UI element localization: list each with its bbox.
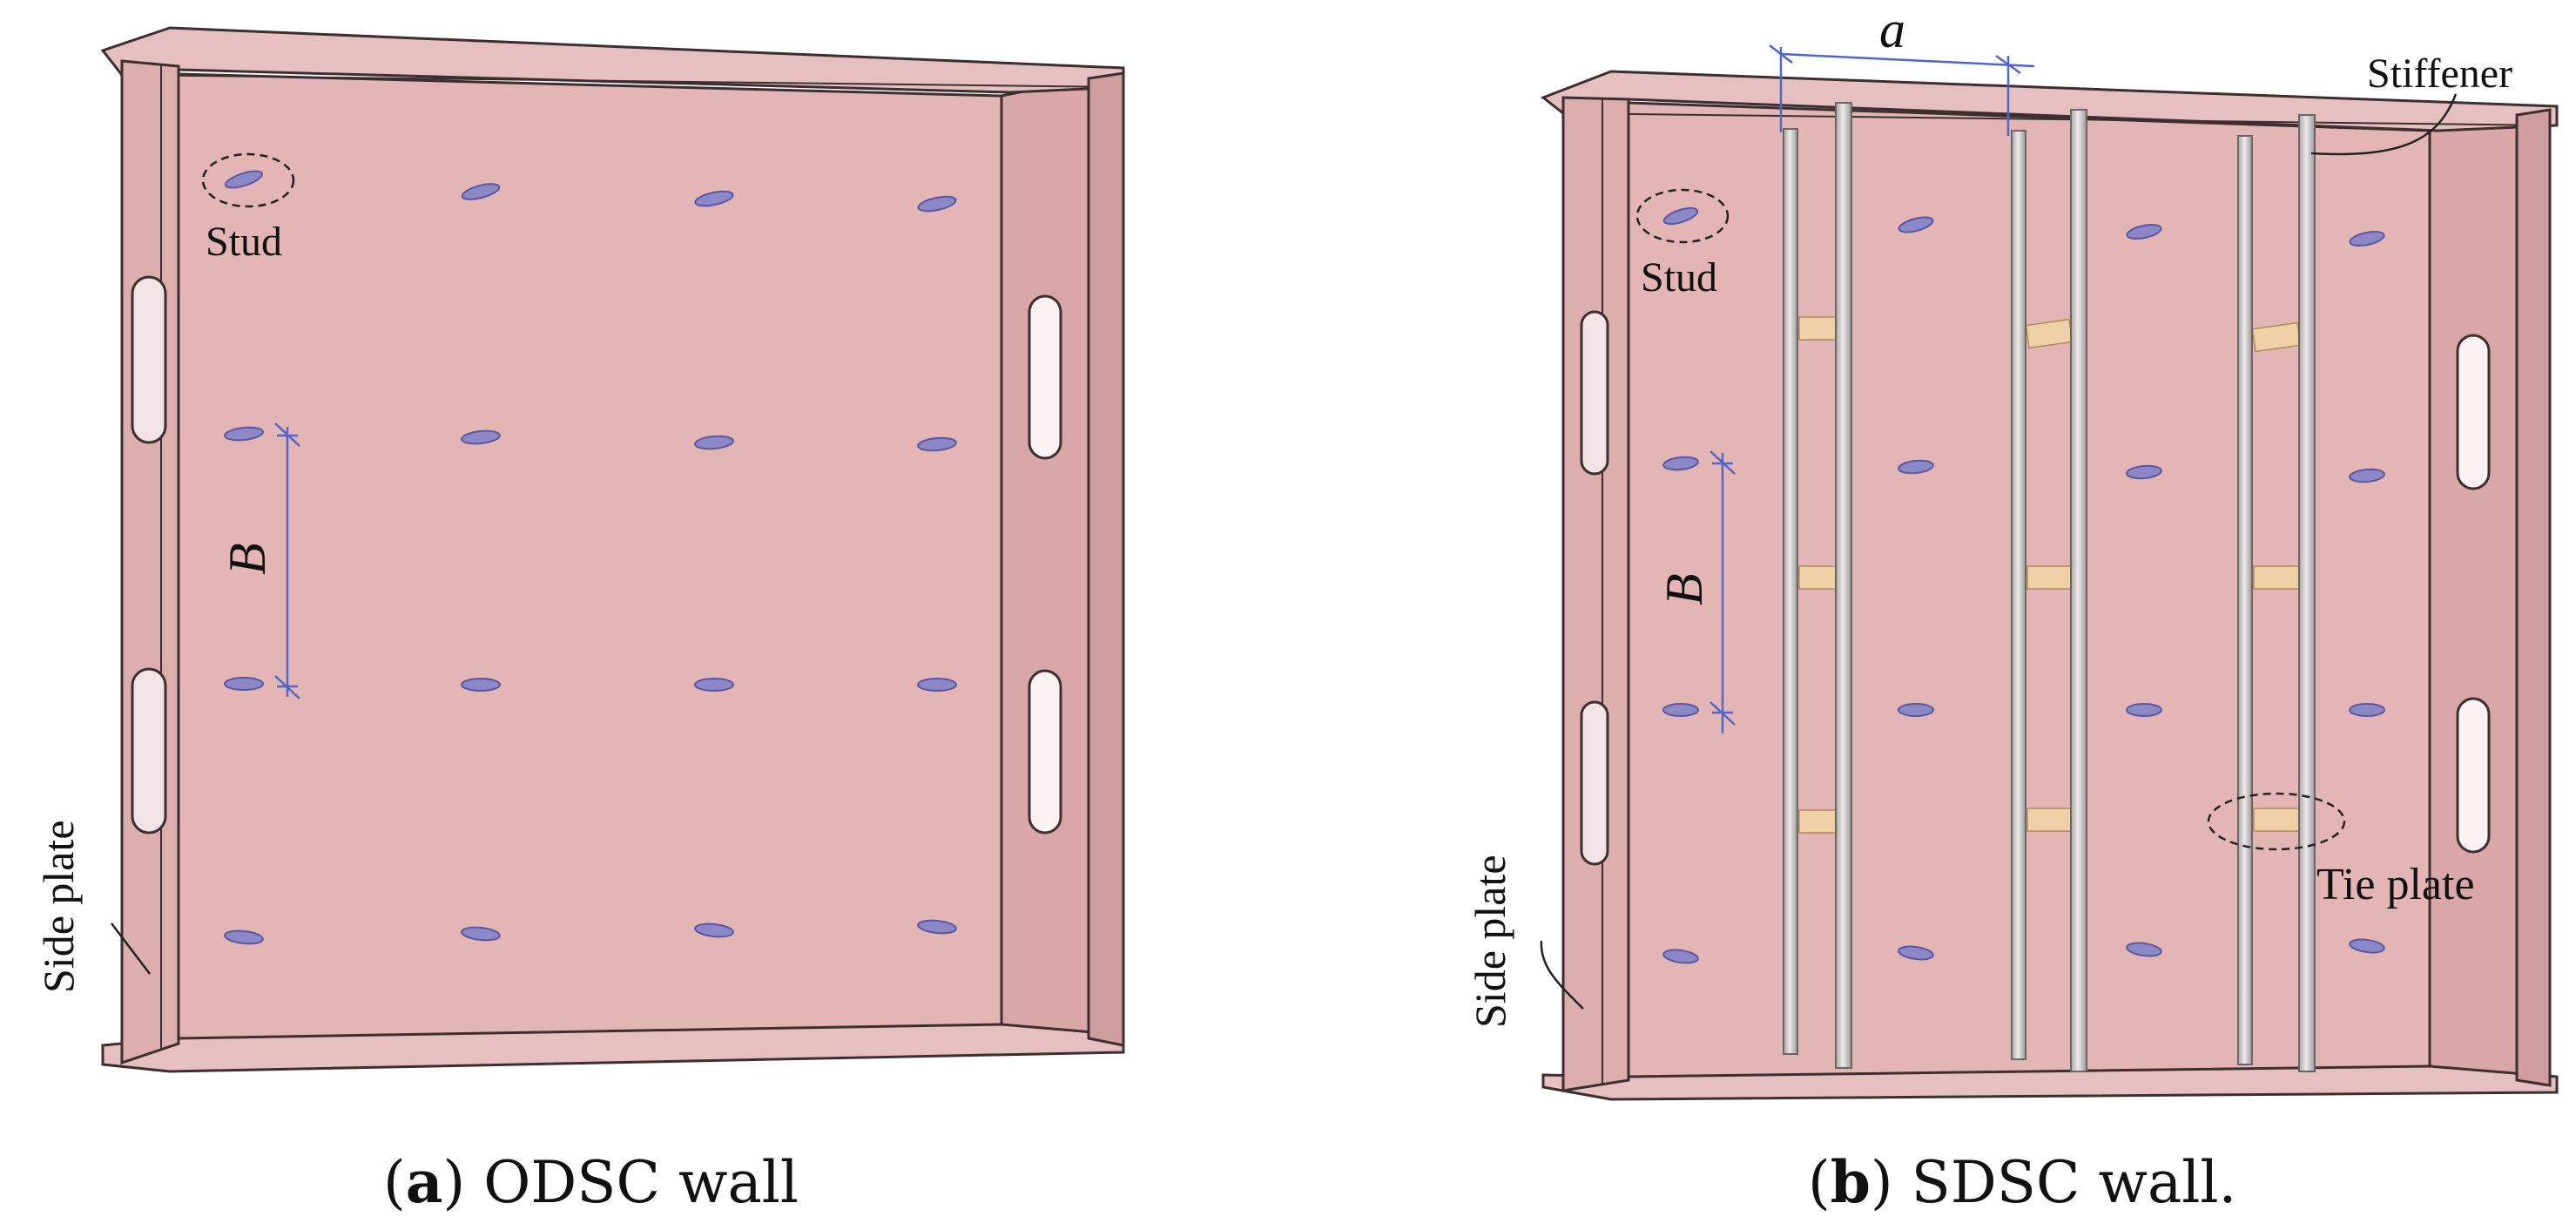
sdsc-stud-label: Stud [1641, 254, 1717, 301]
stud [2126, 464, 2162, 480]
sdsc-tie-plate-callout-circle [2207, 792, 2346, 851]
odsc-dimension-b [274, 422, 300, 699]
sdsc-left-side-plate [1561, 96, 1630, 1092]
sdsc-stiffener-label: Stiffener [2367, 51, 2512, 97]
caption-b-text: SDSC wall. [1911, 1149, 2237, 1216]
caption-a-text: ODSC wall [483, 1149, 799, 1216]
stiffener [2237, 135, 2253, 1065]
stud [2349, 230, 2385, 247]
sdsc-side-plate-leader [1540, 940, 1584, 1010]
sdsc-tie-plates [1798, 316, 2302, 834]
stud [1662, 703, 1699, 717]
sdsc-spacing-b-label: B [1656, 573, 1713, 605]
stiffener [1835, 102, 1852, 1069]
stud [694, 435, 734, 450]
odsc-top-flange-edge [121, 74, 1124, 88]
odsc-spacing-b-label: B [219, 543, 276, 575]
stud [1662, 949, 1699, 964]
caption-b: (b) SDSC wall. [1808, 1148, 2237, 1216]
odsc-side-plate-label: Side plate [34, 820, 83, 993]
stiffener [2070, 109, 2087, 1072]
sdsc-stiffeners [1783, 102, 2316, 1072]
stiffener [1783, 128, 1798, 1055]
tie-plate [2253, 565, 2300, 590]
sdsc-right-edge-plate [2515, 108, 2552, 1087]
caption-b-letter: b [1830, 1148, 1871, 1216]
stud [2126, 703, 2162, 717]
tie-plate [1798, 316, 1837, 341]
odsc-right-side-wall [1000, 77, 1090, 1040]
sdsc-right-opening-upper [2456, 334, 2491, 490]
odsc-stud-callout-circle [201, 152, 295, 208]
stud [1898, 703, 1934, 717]
stud [2349, 938, 2385, 954]
sdsc-top-flange-edge [1562, 112, 2558, 126]
stud [694, 678, 734, 692]
odsc-right-edge-plate [1087, 71, 1125, 1047]
odsc-wall-model [100, 26, 1125, 1073]
odsc-studs [224, 170, 957, 945]
stud [917, 678, 957, 692]
odsc-stud-label: Stud [206, 219, 282, 265]
sdsc-left-opening-lower [1580, 700, 1609, 866]
sdsc-dimension-b [1709, 450, 1736, 733]
stud [224, 426, 264, 442]
stud [694, 922, 734, 938]
stud [1898, 216, 1934, 233]
odsc-side-plate-leader [111, 922, 151, 975]
odsc-right-opening-lower [1028, 669, 1062, 835]
stud [224, 929, 264, 945]
sdsc-right-side-wall [2428, 113, 2519, 1082]
caption-a: (a) ODSC wall [383, 1148, 799, 1216]
sdsc-side-plate-label: Side plate [1466, 855, 1514, 1028]
tie-plate [1798, 565, 1837, 590]
stud [2126, 942, 2162, 957]
stud [1662, 456, 1699, 471]
tie-plate [2026, 565, 2072, 590]
odsc-left-opening-lower [131, 667, 167, 835]
stud [917, 919, 957, 935]
sdsc-tie-plate-label: Tie plate [2316, 860, 2475, 909]
sdsc-spacing-a-label: a [1879, 1, 1905, 58]
stud [2126, 223, 2162, 240]
sdsc-left-opening-upper [1580, 310, 1609, 476]
sdsc-dimension-a [1769, 44, 2035, 136]
odsc-right-opening-upper [1028, 294, 1062, 460]
stud [1898, 459, 1934, 475]
stud [2349, 468, 2385, 483]
stud [461, 183, 501, 200]
sdsc-stud-callout-circle [1635, 188, 1730, 244]
stud [224, 170, 264, 189]
stud [1898, 945, 1934, 961]
stud [461, 926, 501, 942]
stud [2349, 703, 2385, 717]
tie-plate [2253, 808, 2300, 832]
sdsc-stiffener-leader [2310, 93, 2458, 156]
stiffener [2011, 130, 2026, 1060]
tie-plate [2026, 808, 2072, 832]
stud [224, 677, 264, 691]
sdsc-studs [1662, 206, 2385, 964]
sdsc-bottom-flange [1541, 1064, 2559, 1101]
stud [461, 429, 501, 445]
stud [917, 436, 957, 452]
stud [694, 190, 734, 207]
caption-a-letter: a [405, 1148, 443, 1216]
odsc-left-side-plate [120, 59, 180, 1065]
stud [1662, 206, 1699, 226]
odsc-inner-plate [177, 72, 1003, 1045]
stud [461, 678, 501, 692]
odsc-left-opening-upper [131, 275, 167, 444]
tie-plate [1798, 809, 1837, 834]
stud [917, 195, 957, 213]
stiffener [2298, 114, 2316, 1072]
sdsc-right-opening-lower [2456, 697, 2491, 854]
